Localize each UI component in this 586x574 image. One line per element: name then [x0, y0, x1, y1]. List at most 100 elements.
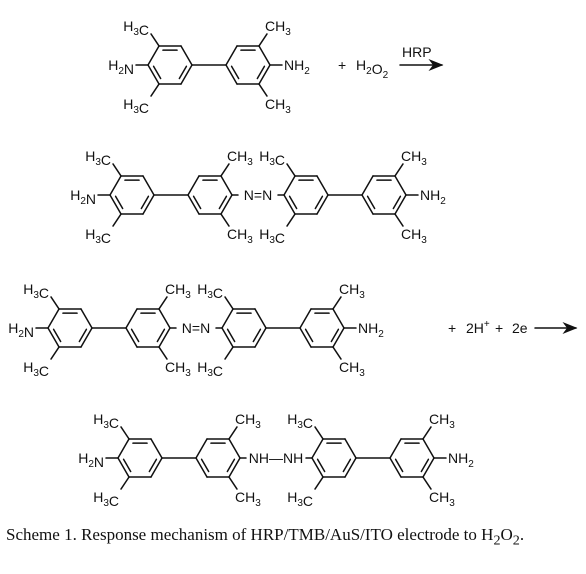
ring-bond — [389, 457, 402, 478]
ring-bond — [180, 64, 193, 85]
ring-bond — [158, 327, 171, 348]
methyl-label-right: CH3 — [429, 411, 455, 431]
protons-label: 2H+ — [466, 319, 490, 336]
ring-double-bond — [252, 328, 262, 343]
ring-double-bond — [218, 195, 228, 210]
ring-bond — [225, 45, 238, 66]
ring-bond — [125, 327, 138, 348]
amine-label-left: H2N — [8, 320, 34, 340]
ring-bond — [125, 308, 138, 329]
methyl-label-right: CH3 — [429, 489, 455, 509]
ring-bond — [254, 327, 267, 348]
methyl-bond — [314, 476, 324, 490]
ring-bond — [283, 194, 296, 215]
reagent-label: H2O2 — [356, 57, 389, 81]
methyl-bond — [224, 296, 234, 310]
methyl-bond — [158, 346, 168, 360]
ring-double-bond — [230, 65, 240, 80]
ring-bond — [283, 175, 296, 196]
ring-double-bond — [130, 328, 140, 343]
methyl-bond — [112, 213, 122, 227]
ring-double-bond — [392, 195, 402, 210]
ring-double-bond — [366, 195, 376, 210]
methyl-label-left: H3C — [287, 489, 313, 509]
ring-double-bond — [178, 65, 188, 80]
ring-double-bond — [152, 65, 162, 80]
catalyst-label: HRP — [402, 44, 432, 60]
ring-double-bond — [394, 458, 404, 473]
ring-bond — [299, 308, 312, 329]
ring-bond — [220, 194, 233, 215]
amine-label-left: H2N — [70, 187, 96, 207]
ring-bond — [344, 438, 357, 459]
amine-label-left: H2N — [108, 57, 134, 77]
ring-bond — [361, 175, 374, 196]
amine-label-right: NH2 — [448, 450, 474, 470]
ring-bond — [150, 457, 163, 478]
ring-bond — [187, 175, 200, 196]
ring-bond — [142, 194, 155, 215]
ring-bond — [361, 194, 374, 215]
methyl-bond — [120, 426, 130, 440]
methyl-bond — [332, 296, 342, 310]
methyl-bond — [158, 296, 168, 310]
methyl-label-left: H3C — [85, 226, 111, 246]
ring-double-bond — [316, 458, 326, 473]
ring-double-bond — [140, 195, 150, 210]
methyl-label-left: H3C — [197, 359, 223, 379]
methyl-label-right: CH3 — [265, 96, 291, 116]
ring-bond — [109, 175, 122, 196]
methyl-bond — [314, 426, 324, 440]
methyl-bond — [220, 213, 230, 227]
ring-bond — [195, 457, 208, 478]
methyl-label-right: CH3 — [227, 226, 253, 246]
ring-bond — [180, 45, 193, 66]
methyl-label-left: H3C — [23, 359, 49, 379]
ring-double-bond — [192, 195, 202, 210]
ring-bond — [311, 438, 324, 459]
methyl-label-left: H3C — [197, 281, 223, 301]
ring-bond — [299, 327, 312, 348]
ring-bond — [117, 438, 130, 459]
methyl-bond — [228, 476, 238, 490]
ring-bond — [225, 64, 238, 85]
ring-bond — [228, 457, 241, 478]
plus-sign: + — [495, 320, 503, 336]
methyl-label-left: H3C — [85, 148, 111, 168]
ring-bond — [47, 308, 60, 329]
ring-bond — [221, 308, 234, 329]
ring-bond — [109, 194, 122, 215]
methyl-label-right: CH3 — [235, 411, 261, 431]
azo-bridge-label: N=N — [244, 187, 272, 203]
methyl-bond — [220, 163, 230, 177]
methyl-label-right: CH3 — [401, 148, 427, 168]
ring-double-bond — [314, 195, 324, 210]
ring-bond — [422, 457, 435, 478]
ring-bond — [311, 457, 324, 478]
hydrazo-bridge-label: NH—NH — [249, 450, 303, 466]
methyl-label-left: H3C — [23, 281, 49, 301]
ring-bond — [187, 194, 200, 215]
ring-bond — [254, 308, 267, 329]
ring-bond — [147, 45, 160, 66]
ring-double-bond — [200, 458, 210, 473]
ring-bond — [220, 175, 233, 196]
molecule-structures — [35, 33, 578, 490]
electrons-label: 2e — [512, 320, 528, 336]
methyl-label-right: CH3 — [401, 226, 427, 246]
scheme-caption: Scheme 1. Response mechanism of HRP/TMB/… — [6, 525, 525, 549]
ring-bond — [344, 457, 357, 478]
ring-bond — [422, 438, 435, 459]
methyl-bond — [50, 296, 60, 310]
ring-bond — [316, 194, 329, 215]
ring-double-bond — [330, 328, 340, 343]
ring-double-bond — [114, 195, 124, 210]
methyl-bond — [422, 476, 432, 490]
methyl-bond — [258, 83, 268, 97]
ring-double-bond — [342, 458, 352, 473]
ring-bond — [258, 64, 271, 85]
ring-double-bond — [148, 458, 158, 473]
amine-label-right: NH2 — [358, 320, 384, 340]
methyl-bond — [286, 163, 296, 177]
ring-double-bond — [122, 458, 132, 473]
